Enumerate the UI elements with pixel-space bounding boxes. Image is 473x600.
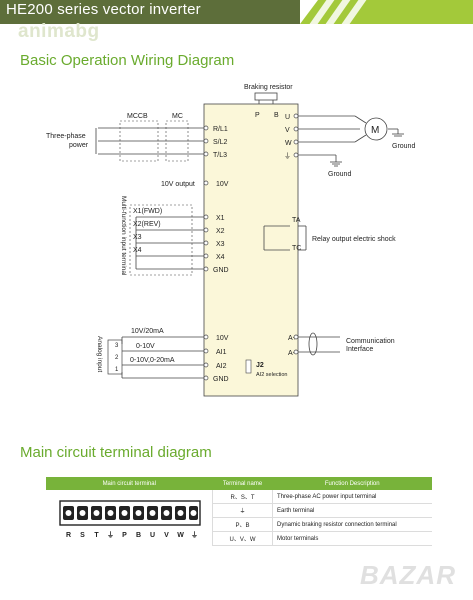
terminal-name-cell: ⏚: [212, 503, 273, 518]
mccb-label: MCCB: [127, 113, 148, 120]
braking-resistor-label: Braking resistor: [244, 84, 293, 91]
strip-label-s: S: [80, 532, 85, 539]
terminal-name-cell: U、V、W: [212, 531, 273, 546]
potentiometer-symbol: [107, 339, 123, 375]
terminal-name-cell: R、S、T: [212, 490, 273, 504]
terminal-x4: X4: [216, 254, 225, 261]
tenv-output-label: 10V output: [161, 181, 195, 188]
ai2-selection-label: AI2 selection: [256, 372, 288, 378]
terminal-gnd: GND: [213, 267, 229, 274]
input-x4: X4: [133, 247, 142, 254]
strip-label-r: R: [66, 532, 71, 539]
table-row: U、V、W Motor terminals: [46, 531, 432, 546]
earth-symbol-terminal: ⏚: [284, 152, 291, 160]
terminal-name-cell: P、B: [212, 517, 273, 532]
j2-label: J2: [256, 362, 264, 369]
analog-0-10v-0-20ma: 0-10V,0-20mA: [130, 357, 175, 364]
analog-10v-20ma: 10V/20mA: [131, 328, 164, 335]
strip-label-earth: ⏚: [107, 531, 114, 539]
terminal-strip: R S T ⏚ P B U V W ⏚: [59, 500, 201, 539]
mc-label: MC: [172, 113, 183, 120]
terminal-a-plus: A+: [288, 335, 297, 342]
terminal-p-label: P: [255, 112, 260, 119]
strip-label-w: W: [177, 532, 184, 539]
terminal-strip-cell: R S T ⏚ P B U V W ⏚: [46, 490, 213, 546]
analog-input-label: Analog input: [96, 336, 103, 372]
pot-pin-3: 3: [115, 343, 119, 349]
relay-output-label: Relay output electric shock: [312, 236, 396, 243]
multi-function-input-label: Multi-function input terminal: [120, 196, 127, 276]
input-x2-rev: X2(REV): [133, 221, 161, 228]
input-x1-fwd: X1(FWD): [133, 208, 162, 215]
three-phase-power-label-2: power: [69, 142, 89, 149]
terminal-table: Main circuit terminal Terminal name Func…: [46, 477, 432, 546]
terminal-ai2: AI2: [216, 363, 227, 370]
header-dark-band: [0, 0, 300, 24]
terminal-tc: TC: [292, 245, 301, 252]
table-row: R S T ⏚ P B U V W ⏚ R、S、T Three-phase AC…: [46, 490, 432, 539]
braking-resistor-symbol: [254, 92, 278, 101]
strip-label-b: B: [136, 532, 141, 539]
table-header-terminal-name: Terminal name: [212, 477, 273, 490]
table-header-function: Function Description: [272, 477, 432, 490]
motor-ground-label: Ground: [392, 143, 415, 150]
function-description-cell: Earth terminal: [272, 503, 432, 518]
pot-pin-2: 2: [115, 355, 119, 361]
j2-jumper: [245, 359, 252, 374]
terminal-gnd-2: GND: [213, 376, 229, 383]
terminal-a-minus: A-: [288, 350, 296, 357]
function-description-cell: Dynamic braking resistor connection term…: [272, 517, 432, 532]
table-row: ⏚ Earth terminal: [46, 503, 432, 518]
table-row: P、B Dynamic braking resistor connection …: [46, 517, 432, 532]
pot-pin-1: 1: [115, 367, 119, 373]
bazar-logo-watermark: BAZAR: [360, 560, 456, 590]
motor-symbol: [364, 117, 388, 141]
strip-label-p: P: [122, 532, 127, 539]
terminal-10v-top: 10V: [216, 181, 229, 188]
inverter-ground-label: Ground: [328, 171, 351, 178]
terminal-s-l2: S/L2: [213, 139, 228, 146]
communication-label: Communication: [346, 338, 395, 345]
terminal-b-label: B: [274, 112, 279, 119]
terminal-x1: X1: [216, 215, 225, 222]
analog-0-10v: 0-10V: [136, 343, 155, 350]
strip-label-v: V: [164, 532, 169, 539]
communication-label-2: Interface: [346, 346, 373, 353]
terminal-diagram-title: Main circuit terminal diagram: [20, 444, 212, 461]
function-description-cell: Three-phase AC power input terminal: [272, 490, 432, 504]
terminal-v: V: [285, 127, 290, 134]
function-description-cell: Motor terminals: [272, 531, 432, 546]
terminal-x3: X3: [216, 241, 225, 248]
terminal-u: U: [285, 114, 290, 121]
multi-function-switch-box: [129, 204, 193, 276]
motor-label: M: [371, 125, 379, 136]
terminal-10v-bottom: 10V: [216, 335, 229, 342]
terminal-r-l1: R/L1: [213, 126, 228, 133]
table-header-main-circuit: Main circuit terminal: [46, 477, 213, 490]
three-phase-power-label: Three-phase: [46, 133, 86, 140]
terminal-x2: X2: [216, 228, 225, 235]
terminal-w: W: [285, 140, 292, 147]
strip-label-t: T: [94, 532, 99, 539]
watermark-text: animabg: [18, 21, 100, 42]
strip-label-u: U: [150, 532, 155, 539]
terminal-ai1: AI1: [216, 349, 227, 356]
input-x3: X3: [133, 234, 142, 241]
strip-label-earth-2: ⏚: [191, 531, 198, 539]
header-title: HE200 series vector inverter: [6, 1, 201, 18]
wiring-diagram-title: Basic Operation Wiring Diagram: [20, 52, 235, 69]
terminal-t-l3: T/L3: [213, 152, 227, 159]
terminal-ta: TA: [292, 217, 301, 224]
header-banner: HE200 series vector inverter: [0, 0, 473, 30]
